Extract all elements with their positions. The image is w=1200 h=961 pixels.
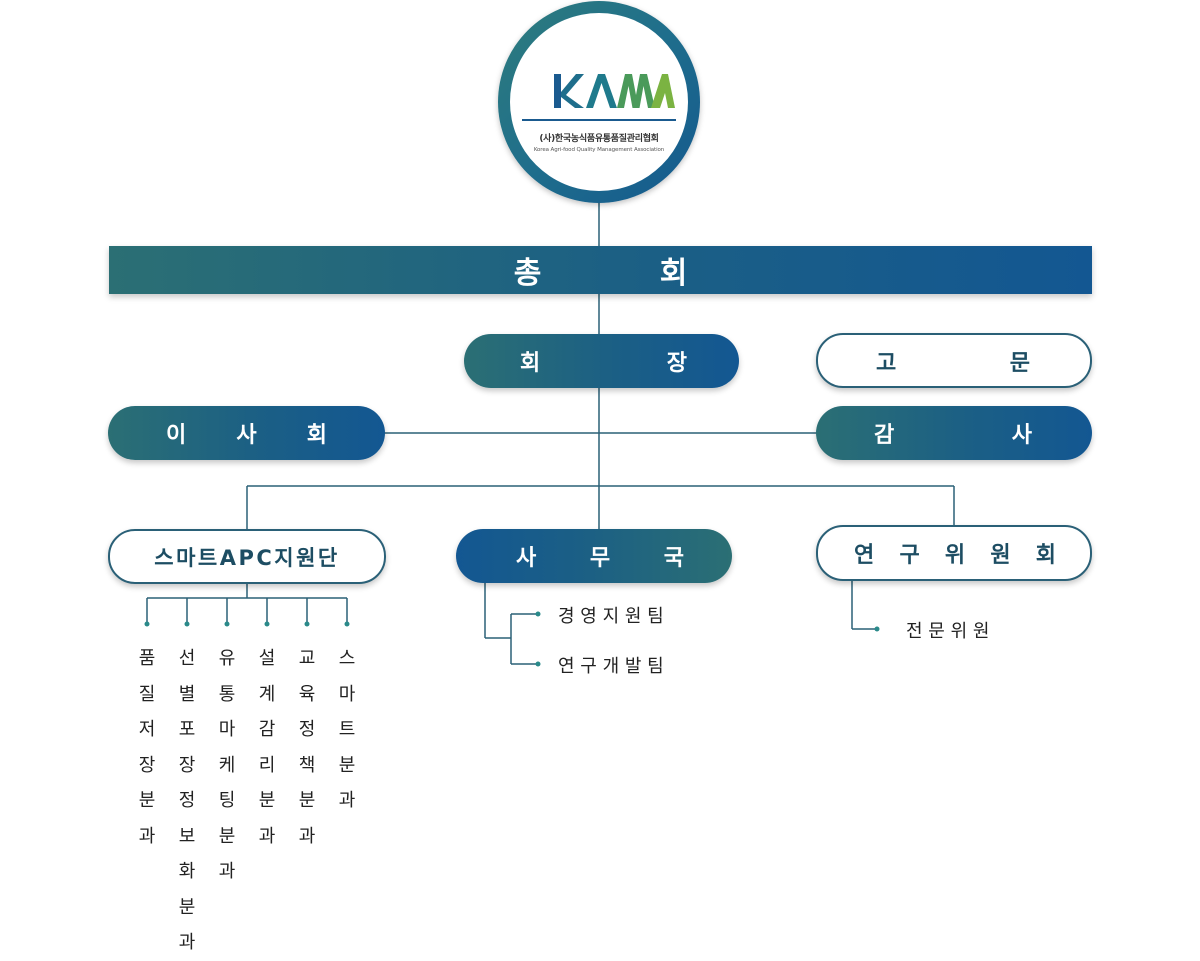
research-committee-label-3: 위: [944, 543, 966, 568]
board-label-1: 이: [166, 423, 187, 448]
auditor-box[interactable]: 감 사: [816, 406, 1092, 460]
advisor-label-2: 문: [1009, 350, 1030, 376]
subcommittee-distribution-marketing[interactable]: 유통마케팅분과: [218, 648, 236, 882]
research-committee-label-4: 원: [990, 543, 1011, 568]
subcommittee-quality-storage[interactable]: 품질저장분과: [138, 648, 156, 847]
board-of-directors-box[interactable]: 이 사 회: [108, 406, 385, 460]
subcommittee-education-policy[interactable]: 교육정책분과: [298, 648, 316, 847]
team-management-support[interactable]: 경 영 지 원 팀: [558, 606, 664, 627]
subcommittee-sorting-packaging-it[interactable]: 선별포장정보화분과: [178, 648, 196, 953]
secretariat-label-3: 국: [663, 546, 684, 571]
smart-apc-support-box[interactable]: 스마트APC지원단: [108, 529, 386, 584]
branch-dot: [304, 621, 310, 627]
general-meeting-label-2: 회: [659, 256, 688, 291]
branch-dot: [874, 626, 880, 632]
team-research-development[interactable]: 연 구 개 발 팀: [558, 656, 664, 677]
branch-dot: [224, 621, 230, 627]
chairman-label-2: 장: [666, 351, 687, 376]
branch-dot: [144, 621, 150, 627]
kama-logo-mark: [522, 74, 676, 121]
subcommittee-design-supervision[interactable]: 설계감리분과: [258, 648, 276, 847]
research-committee-box[interactable]: 연 구 위 원 회: [816, 525, 1092, 581]
subcommittee-smart[interactable]: 스마트분과: [338, 648, 356, 811]
research-committee-label-2: 구: [899, 543, 920, 568]
branch-dot: [535, 611, 541, 617]
logo-name-english: Korea Agri-food Quality Management Assoc…: [533, 147, 665, 153]
general-meeting-box[interactable]: 총 회: [109, 246, 1092, 294]
secretariat-box[interactable]: 사 무 국: [456, 529, 732, 583]
advisor-label-1: 고: [876, 350, 897, 376]
secretariat-label-2: 무: [589, 546, 611, 571]
auditor-label-1: 감: [874, 423, 895, 448]
branch-dot: [264, 621, 270, 627]
board-label-2: 사: [236, 423, 257, 448]
secretariat-label-1: 사: [516, 546, 537, 571]
logo-name-korean: (사)한국농식품유통품질관리협회: [539, 134, 659, 144]
branch-dot: [535, 661, 541, 667]
research-committee-label-1: 연: [854, 543, 875, 568]
board-label-3: 회: [306, 423, 327, 448]
branch-dot: [184, 621, 190, 627]
auditor-label-2: 사: [1011, 423, 1032, 448]
smart-apc-label: 스마트APC지원단: [154, 545, 340, 570]
chairman-label-1: 회: [520, 351, 541, 376]
expert-members[interactable]: 전 문 위 원: [906, 621, 990, 642]
chairman-box[interactable]: 회 장: [464, 334, 739, 388]
general-meeting-label-1: 총: [513, 256, 542, 291]
advisor-box[interactable]: 고 문: [816, 333, 1092, 388]
association-logo: (사)한국농식품유통품질관리협회 Korea Agri-food Quality…: [498, 1, 700, 203]
branch-dot: [344, 621, 350, 627]
research-committee-label-5: 회: [1035, 543, 1056, 568]
